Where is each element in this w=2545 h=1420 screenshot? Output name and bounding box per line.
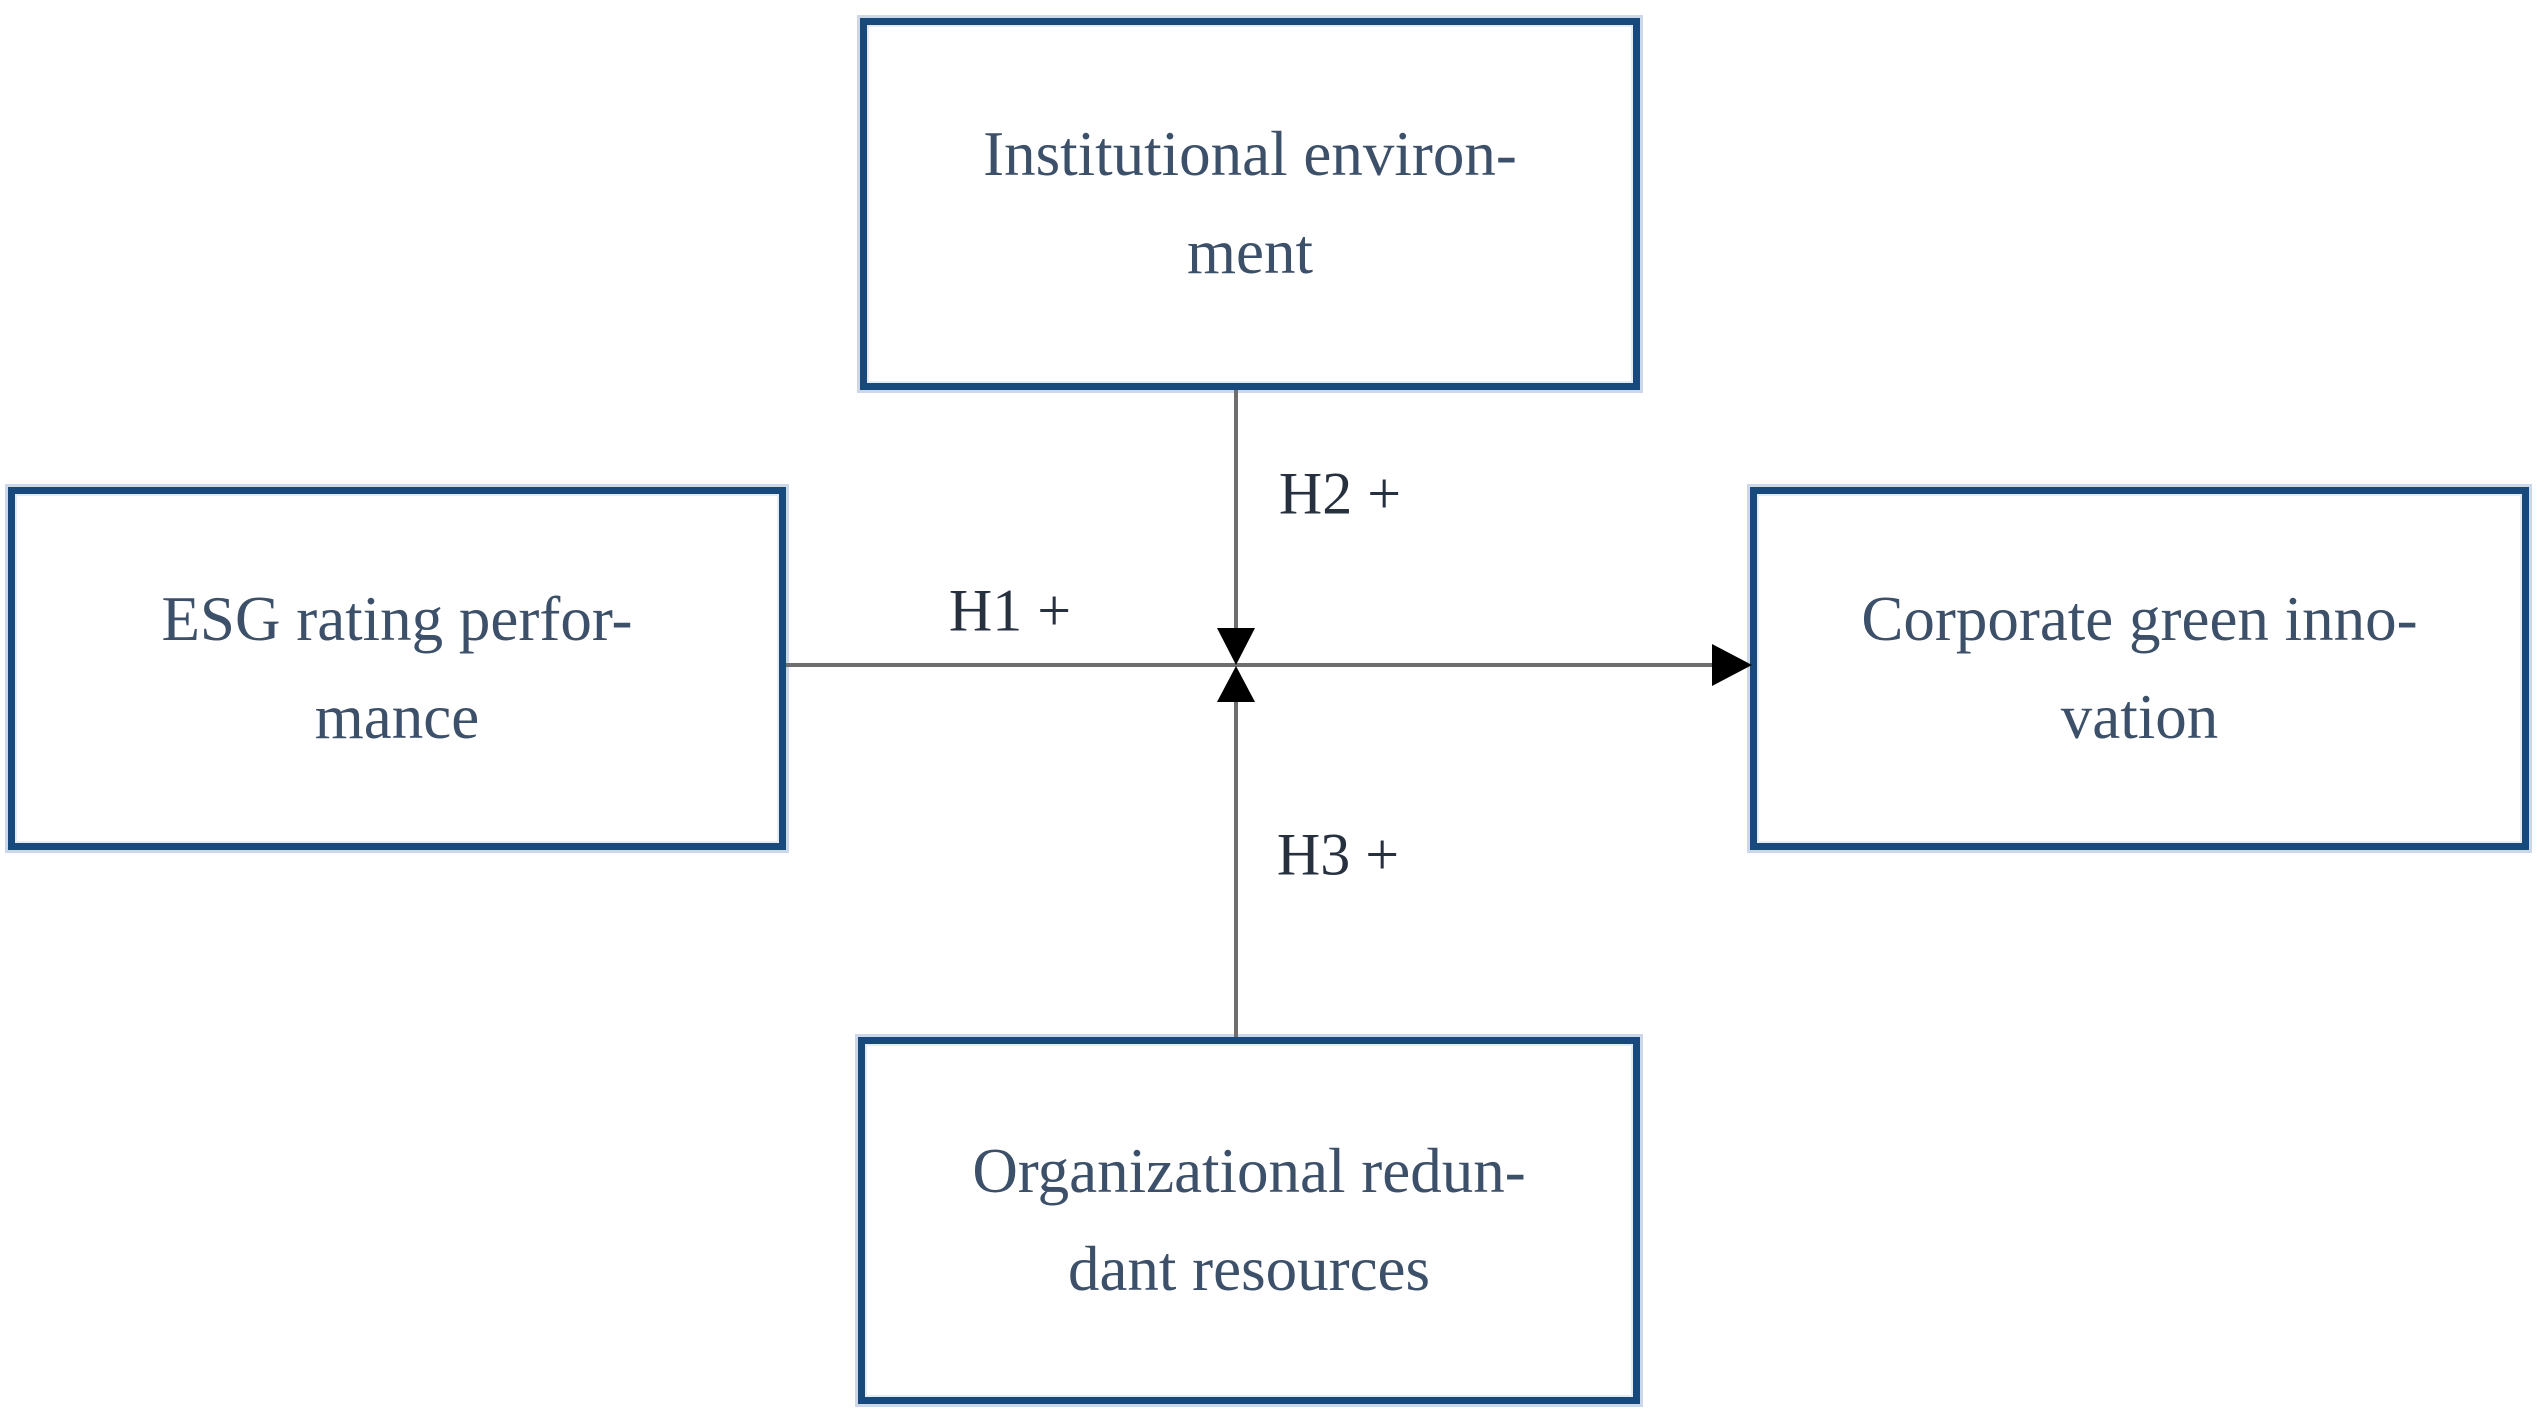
edge-h1-line — [786, 663, 1716, 667]
edge-h3-arrowhead — [1217, 666, 1255, 702]
edge-h1-arrowhead — [1712, 644, 1752, 686]
node-organizational-redundant-resources-label: Organizational redun- dant resources — [972, 1135, 1526, 1304]
edge-label-h3: H3 + — [1276, 821, 1400, 888]
edge-label-h2: H2 + — [1278, 460, 1402, 527]
node-institutional-environment-label: Institutional environ- ment — [983, 119, 1517, 287]
node-organizational-redundant-resources: Organizational redun- dant resources — [858, 1037, 1640, 1404]
edge-h2-arrowhead — [1217, 628, 1255, 665]
edge-h3-line — [1234, 700, 1238, 1037]
node-esg-rating-performance: ESG rating perfor- mance — [8, 487, 786, 850]
edge-h2-line — [1234, 390, 1238, 630]
edge-label-h1: H1 + — [948, 577, 1072, 644]
node-corporate-green-innovation: Corporate green inno- vation — [1750, 487, 2529, 850]
node-corporate-green-innovation-label: Corporate green inno- vation — [1861, 583, 2418, 752]
node-institutional-environment: Institutional environ- ment — [860, 18, 1640, 390]
node-esg-rating-performance-label: ESG rating perfor- mance — [161, 583, 633, 752]
